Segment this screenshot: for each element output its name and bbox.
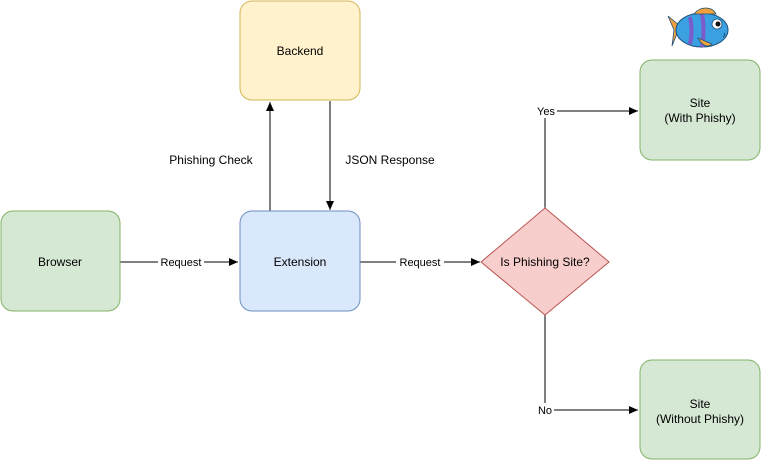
node-site-with-line2: (With Phishy): [664, 111, 735, 125]
node-site-without-line2: (Without Phishy): [656, 412, 744, 426]
node-extension-label: Extension: [274, 255, 327, 269]
node-extension: Extension: [239, 210, 361, 312]
node-backend-label: Backend: [277, 44, 324, 58]
edge-browser-extension: Request: [120, 255, 238, 269]
label-phishing-check: Phishing Check: [169, 153, 253, 167]
node-decision-label: Is Phishing Site?: [500, 255, 590, 269]
edge-label-request-2: Request: [400, 257, 441, 269]
node-browser-label: Browser: [38, 255, 82, 269]
edge-decision-no: No: [536, 315, 638, 417]
node-site-with-phishy: Site (With Phishy): [639, 59, 761, 161]
edge-label-request-1: Request: [161, 257, 202, 269]
edge-label-yes: Yes: [537, 106, 555, 118]
fish-icon: [667, 7, 729, 48]
node-backend: Backend: [239, 0, 361, 101]
edge-decision-yes: Yes: [535, 104, 638, 208]
edge-extension-decision: Request: [360, 255, 480, 269]
node-site-with-line1: Site: [690, 96, 711, 110]
node-decision: Is Phishing Site?: [480, 207, 610, 316]
node-site-without-line1: Site: [690, 397, 711, 411]
label-json-response: JSON Response: [345, 153, 435, 167]
node-site-without-phishy: Site (Without Phishy): [639, 359, 761, 460]
node-browser: Browser: [0, 210, 121, 312]
edge-label-no: No: [538, 405, 552, 417]
